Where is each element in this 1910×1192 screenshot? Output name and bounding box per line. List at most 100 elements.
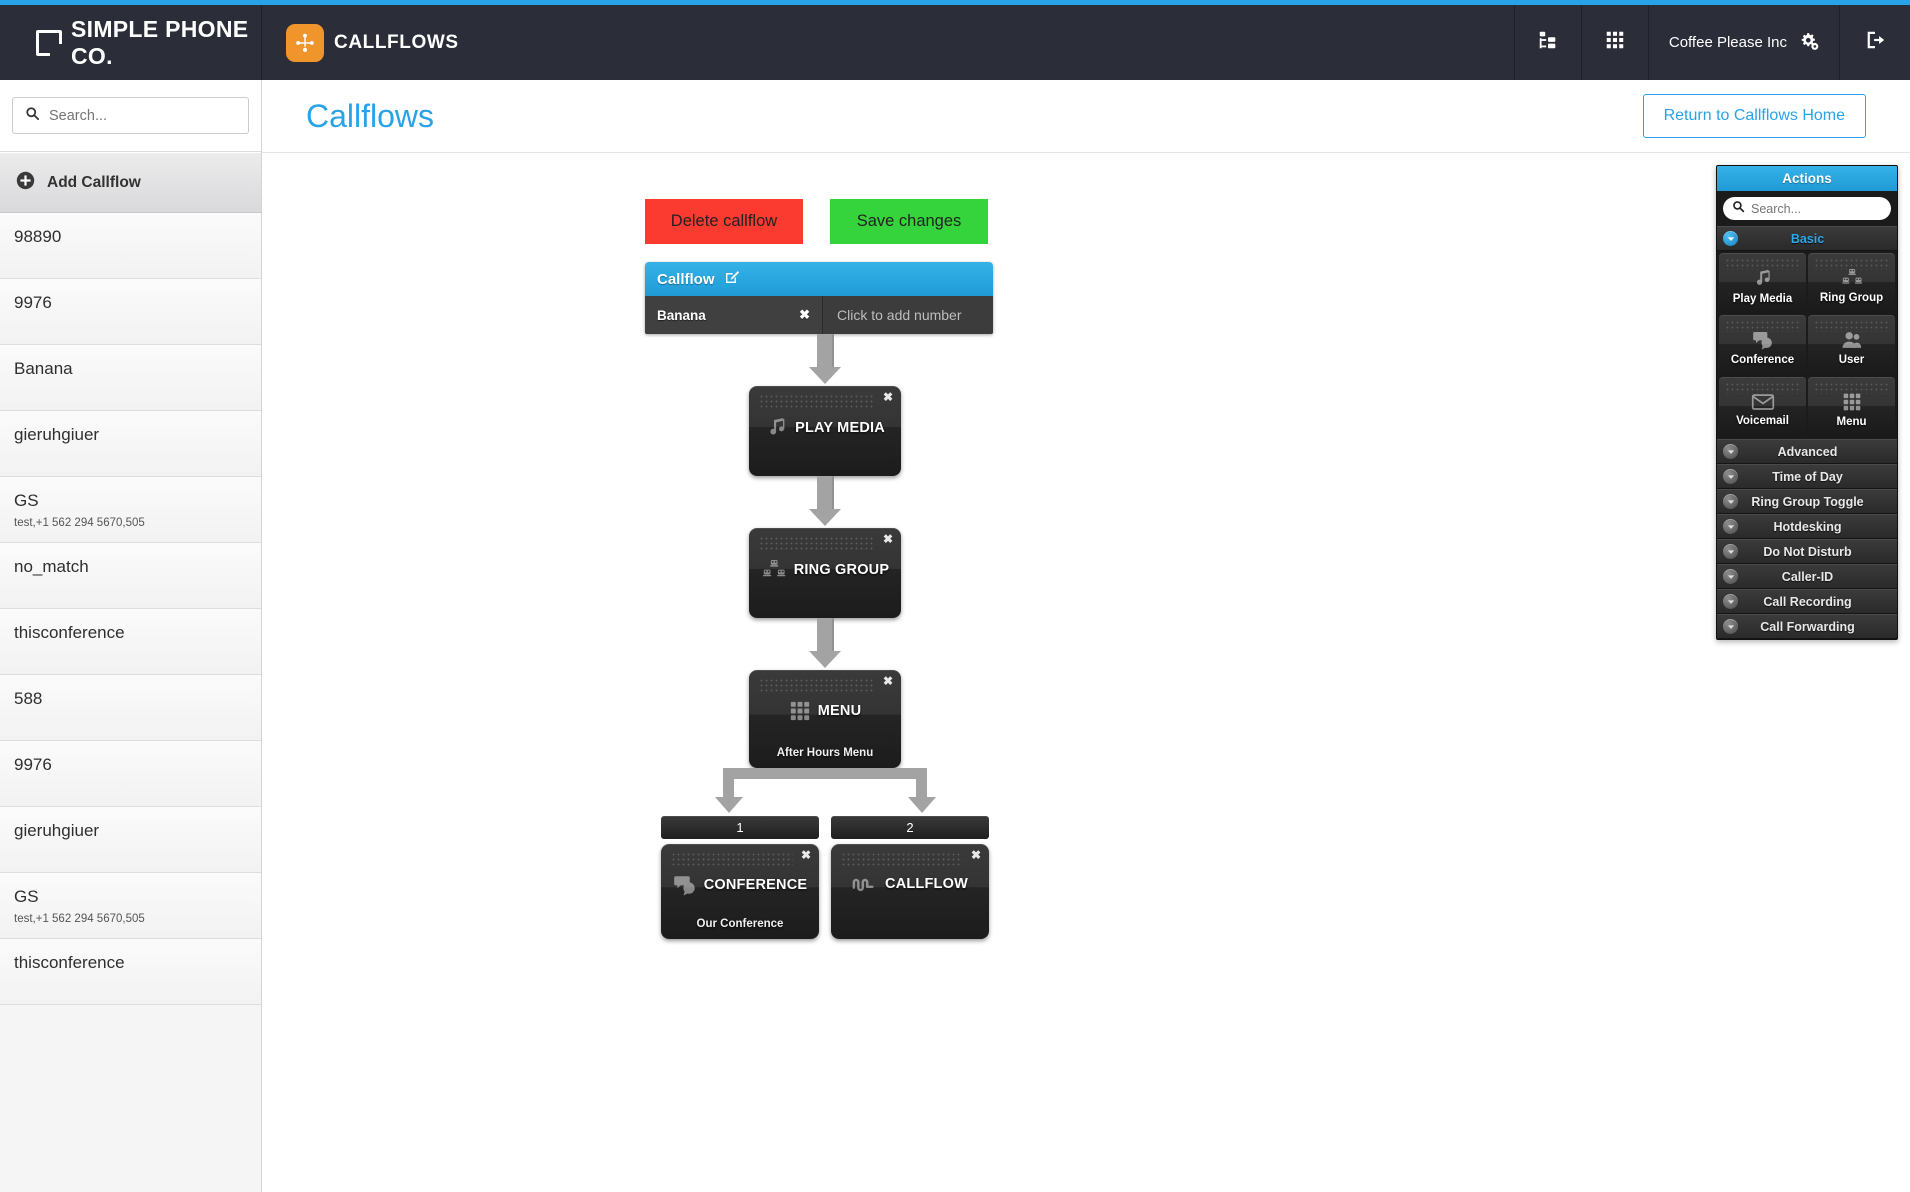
return-home-button[interactable]: Return to Callflows Home [1642,94,1866,138]
callflow-root-node[interactable]: Callflow Banana ✖ Clic [645,262,993,334]
keypad-button[interactable] [1580,5,1648,80]
actions-category-call-recording[interactable]: Call Recording [1717,589,1897,614]
list-item-name: thisconference [14,953,125,972]
drag-grip-icon[interactable] [1814,382,1889,394]
node-play-media[interactable]: ✖ PLAY MEDIA [749,386,901,476]
list-item-name: Banana [14,359,73,378]
actions-category-do-not-disturb[interactable]: Do Not Disturb [1717,539,1897,564]
node-label: MENU [817,703,862,719]
close-x-icon[interactable]: ✖ [882,390,893,404]
branch-leg-left [723,768,734,798]
drag-grip-icon[interactable] [841,852,963,868]
list-item-subtitle: test,+1 562 294 5670,505 [14,913,145,926]
connector-play-media-to-ring-group [645,476,1005,511]
action-tile-play-media[interactable]: Play Media [1719,253,1806,313]
account-label: Coffee Please Inc [1668,34,1787,51]
navbar-spacer [479,5,1514,80]
action-tile-conference[interactable]: Conference [1719,315,1806,375]
actions-search-input[interactable] [1751,201,1882,216]
close-x-icon[interactable]: ✖ [970,848,981,862]
node-menu[interactable]: ✖ MENU After Hours Menu [749,670,901,768]
music-note-icon [765,416,788,439]
action-tile-label: Conference [1730,354,1795,366]
add-callflow-label: Add Callflow [47,173,141,191]
actions-category-hotdesking[interactable]: Hotdesking [1717,514,1897,539]
drag-grip-icon[interactable] [1725,382,1800,394]
list-item[interactable]: gieruhgiuer [0,807,261,873]
drag-grip-icon[interactable] [1725,258,1800,270]
action-tile-label: Play Media [1732,292,1793,305]
main-header: Callflows Return to Callflows Home [262,80,1910,153]
plus-circle-icon [16,171,35,195]
callflow-number-chip[interactable]: Banana ✖ [645,296,823,334]
node-main-row: CONFERENCE [661,874,819,896]
edit-pencil-icon[interactable] [724,269,740,289]
branch-horizontal-line [723,768,927,779]
action-tile-menu[interactable]: Menu [1808,377,1895,437]
branch-1: 1 ✖ [661,816,819,939]
drag-grip-icon[interactable] [759,678,875,694]
list-item[interactable]: 588 [0,675,261,741]
delete-callflow-button[interactable]: Delete callflow [645,199,803,244]
list-item[interactable]: gieruhgiuer [0,411,261,477]
node-main-row: CALLFLOW [831,874,989,894]
drag-grip-icon[interactable] [1814,258,1889,270]
save-changes-button[interactable]: Save changes [830,199,988,244]
branch-key[interactable]: 2 [831,816,989,839]
close-x-icon[interactable]: ✖ [882,674,893,688]
actions-category-label: Call Recording [1763,594,1852,609]
list-item-name: gieruhgiuer [14,425,100,444]
chevron-down-icon [1723,519,1738,534]
list-item[interactable]: 98890 [0,213,261,279]
drag-grip-icon[interactable] [671,852,793,868]
drag-grip-icon[interactable] [1814,320,1889,332]
drag-grip-icon[interactable] [1725,320,1800,332]
close-x-icon[interactable]: ✖ [800,848,811,862]
actions-category-advanced[interactable]: Advanced [1717,439,1897,464]
add-number-placeholder[interactable]: Click to add number [823,296,993,334]
list-item[interactable]: 9976 [0,741,261,807]
action-tile-user[interactable]: User [1808,315,1895,375]
actions-category-ring-group-toggle[interactable]: Ring Group Toggle [1717,489,1897,514]
node-callflow[interactable]: ✖ CALLFLOW [831,844,989,939]
logout-button[interactable] [1839,5,1910,80]
actions-search[interactable] [1723,197,1891,220]
list-item[interactable]: no_match [0,543,261,609]
list-item[interactable]: thisconference [0,939,261,1005]
actions-category-caller-id[interactable]: Caller-ID [1717,564,1897,589]
node-conference[interactable]: ✖ CONFERENCE [661,844,819,939]
branch-connector [645,768,1005,816]
branch-key[interactable]: 1 [661,816,819,839]
account-menu[interactable]: Coffee Please Inc [1647,5,1839,80]
org-tree-button[interactable] [1513,5,1581,80]
brand[interactable]: SIMPLE PHONE CO. [0,5,262,80]
search-input[interactable] [49,107,236,124]
actions-category-call-forwarding[interactable]: Call Forwarding [1717,614,1897,639]
brand-name: SIMPLE PHONE CO. [71,15,249,69]
add-callflow-button[interactable]: Add Callflow [0,152,261,213]
close-x-icon[interactable]: ✖ [799,307,810,322]
list-item[interactable]: Banana [0,345,261,411]
actions-category-basic[interactable]: Basic [1717,226,1897,251]
list-item[interactable]: GS test,+1 562 294 5670,505 [0,873,261,939]
close-x-icon[interactable]: ✖ [882,532,893,546]
action-tile-ring-group[interactable]: Ring Group [1808,253,1895,313]
drag-grip-icon[interactable] [759,536,875,552]
action-tile-voicemail[interactable]: Voicemail [1719,377,1806,437]
node-caption: Our Conference [696,918,784,930]
drag-grip-icon[interactable] [759,394,875,410]
list-item[interactable]: thisconference [0,609,261,675]
node-ring-group[interactable]: ✖ [749,528,901,618]
list-item-name: GS [14,887,39,906]
ring-group-icon [761,558,787,582]
top-accent-bar [0,0,1910,5]
chevron-down-icon [1723,494,1738,509]
logout-icon [1864,29,1886,56]
main-content: Callflows Return to Callflows Home Delet… [262,80,1910,1192]
list-item[interactable]: 9976 [0,279,261,345]
app-badge-group[interactable]: CALLFLOWS [262,5,479,80]
sidebar-search[interactable] [12,97,249,134]
actions-category-time-of-day[interactable]: Time of Day [1717,464,1897,489]
